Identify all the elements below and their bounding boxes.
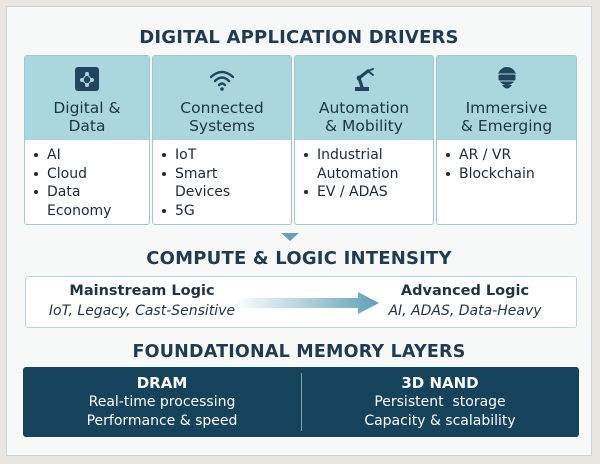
card-items: Industrial Automation EV / ADAS [295,140,433,202]
vr-headset-icon [497,67,516,89]
nand-layer: 3D NAND Persistent storage Capacity & sc… [301,373,579,431]
dram-line: Performance & speed [86,413,238,429]
list-item: IoT [162,146,291,165]
card-digital-data: Digital &Data AI Cloud Data Economy [24,55,150,225]
card-name: Immersive& Emerging [460,99,553,135]
list-item: Devices [175,184,231,200]
list-item: Blockchain [446,165,576,184]
advanced-logic: Advanced Logic AI, ADAS, Data-Heavy [360,281,570,321]
wifi-icon [209,70,235,91]
card-items: AI Cloud Data Economy [25,140,149,220]
list-item: AI [34,146,149,165]
diagram-frame: DIGITAL APPLICATION DRIVERS Digital &Dat… [6,6,592,456]
dram-line: Real-time processing [88,394,236,410]
card-header: Digital &Data [25,56,149,140]
gradient-arrow-icon [235,292,379,314]
dram-layer: DRAM Real-time processing Performance & … [23,373,301,431]
card-header: Automation& Mobility [295,56,433,140]
nand-line: Capacity & scalability [364,413,516,429]
memory-title: FOUNDATIONAL MEMORY LAYERS [132,342,466,362]
logic-spectrum: Mainstream Logic IoT, Legacy, Cast-Sensi… [25,276,577,328]
robot-arm-icon [355,68,374,91]
card-header: Immersive& Emerging [437,56,576,140]
nand-name: 3D NAND [401,374,479,392]
card-automation-mobility: Automation& Mobility Industrial Automati… [294,55,434,225]
list-item: Cloud [34,165,149,184]
advanced-logic-name: Advanced Logic [400,283,530,299]
card-items: IoT Smart Devices 5G [153,140,291,220]
card-items: AR / VR Blockchain [437,140,576,183]
down-arrow-icon [281,233,299,241]
list-item: 5G [162,202,291,221]
memory-layers: DRAM Real-time processing Performance & … [23,367,579,437]
dram-name: DRAM [136,374,188,392]
drivers-title: DIGITAL APPLICATION DRIVERS [139,27,459,48]
list-item: EV / ADAS [304,183,433,202]
list-item: AR / VR [446,146,576,165]
card-immersive-emerging: Immersive& Emerging AR / VR Blockchain [436,55,577,225]
advanced-logic-examples: AI, ADAS, Data-Heavy [388,303,542,319]
mainstream-logic-name: Mainstream Logic [69,283,215,299]
card-name: Digital &Data [53,99,121,135]
list-item: Economy [47,202,112,219]
cpu-chip-icon [75,67,99,91]
mainstream-logic-examples: IoT, Legacy, Cast-Sensitive [48,303,236,319]
compute-title: COMPUTE & LOGIC INTENSITY [146,248,452,269]
card-name: Automation& Mobility [318,99,410,135]
nand-line: Persistent storage [374,394,506,410]
memory-divider [301,373,302,431]
list-item: Smart [162,165,291,184]
mainstream-logic: Mainstream Logic IoT, Legacy, Cast-Sensi… [32,281,252,321]
list-item: Data [34,183,149,202]
list-item: Automation [317,165,399,182]
list-item: Industrial [304,146,433,165]
